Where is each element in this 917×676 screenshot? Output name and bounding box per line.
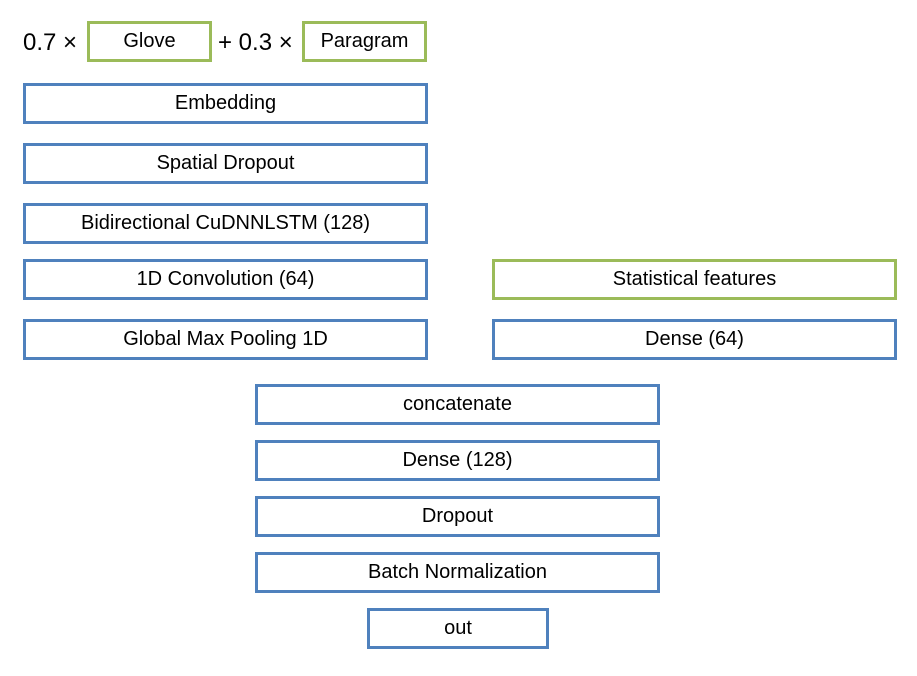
glove-weight-text: 0.7 × [23,29,78,56]
bilstm-label: Bidirectional CuDNNLSTM (128) [81,212,370,234]
concatenate-label: concatenate [403,393,512,415]
global-max-pooling-layer: Global Max Pooling 1D [23,319,428,360]
dense-64-layer: Dense (64) [492,319,897,360]
conv1d-layer: 1D Convolution (64) [23,259,428,300]
dense-128-label: Dense (128) [402,449,513,471]
statistical-features-box: Statistical features [492,259,897,300]
global-max-pooling-label: Global Max Pooling 1D [123,328,328,350]
dense-128-layer: Dense (128) [255,440,660,481]
dropout-label: Dropout [421,505,494,527]
statistical-features-label: Statistical features [612,268,777,290]
paragram-box: Paragram [302,21,427,62]
conv1d-label: 1D Convolution (64) [136,268,315,290]
embedding-label: Embedding [174,92,277,114]
glove-label: Glove [123,30,176,52]
embedding-layer: Embedding [23,83,428,124]
spatial-dropout-label: Spatial Dropout [156,152,295,174]
batch-normalization-layer: Batch Normalization [255,552,660,593]
output-layer: out [367,608,549,649]
concatenate-layer: concatenate [255,384,660,425]
dense-64-label: Dense (64) [645,328,744,350]
glove-box: Glove [87,21,212,62]
paragram-label: Paragram [320,30,409,52]
output-label: out [444,617,472,639]
spatial-dropout-layer: Spatial Dropout [23,143,428,184]
batch-normalization-label: Batch Normalization [368,561,547,583]
bilstm-layer: Bidirectional CuDNNLSTM (128) [23,203,428,244]
paragram-weight-text: + 0.3 × [218,29,293,56]
dropout-layer: Dropout [255,496,660,537]
